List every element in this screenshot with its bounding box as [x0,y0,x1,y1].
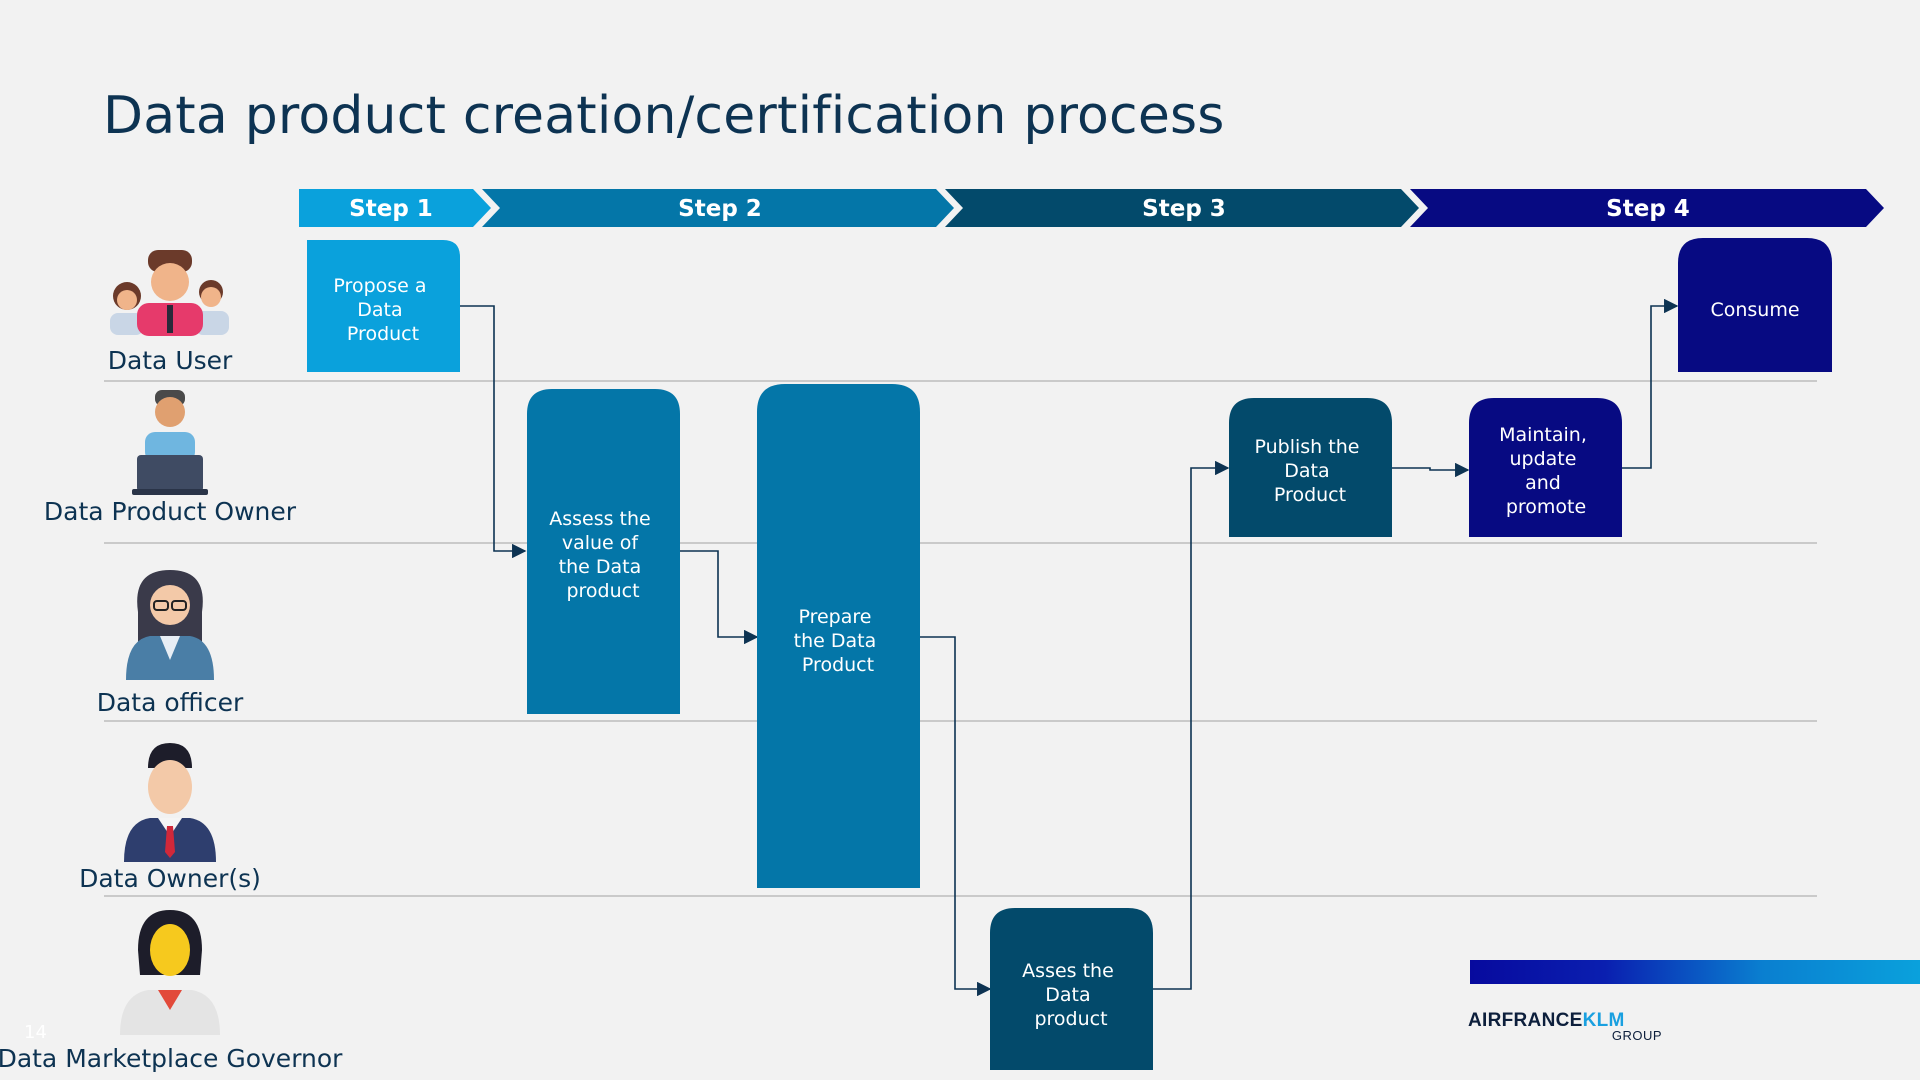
activity-propose: Propose a Data Product [307,240,460,372]
activity-label: Propose a Data Product [333,275,432,345]
page-title: Data product creation/certification proc… [103,86,1225,146]
activity-box [1678,238,1832,372]
activity-publish: Publish the Data Product [1229,398,1392,537]
page-number: 14 [24,1022,47,1043]
businessman-icon [124,743,216,862]
people-group-icon [110,250,229,336]
connector-maintain-to-consume [1622,298,1679,469]
role-label-data-product-owner: Data Product Owner [44,497,297,526]
connector-publish-to-maintain [1392,462,1470,478]
role-label-data-marketplace-governor: Data Marketplace Governor [0,1044,343,1073]
step-4-chevron [1410,189,1884,227]
person-laptop-icon [132,390,208,495]
activity-box [757,384,920,888]
step-1-chevron [299,189,491,227]
activity-box [527,389,680,714]
activity-box [990,908,1153,1070]
activity-label: Assess the value of the Data product [549,508,657,602]
brand-gradient-bar [1470,960,1920,984]
step-3-label: Step 3 [1142,196,1226,222]
logo-main: AIRFRANCEKLM [1468,1010,1625,1031]
swimlane-dividers [104,380,1817,897]
activity-maintain: Maintain, update and promote [1469,398,1622,537]
step-2-chevron [482,189,954,227]
activity-box [1469,398,1622,537]
role-label-data-user: Data User [108,346,233,375]
activity-label: Asses the Data product [1022,960,1120,1030]
flow-connectors [460,298,1679,997]
activity-assess-value: Assess the value of the Data product [527,389,680,714]
step-bar: Step 1 Step 2 Step 3 Step 4 [299,189,1884,227]
businesswoman-icon [120,910,220,1035]
step-3-chevron [945,189,1419,227]
woman-glasses-icon [126,570,214,680]
activity-label: Consume [1710,299,1799,321]
company-logo: AIRFRANCEKLM GROUP [1468,1010,1662,1043]
activity-consume: Consume [1678,238,1832,372]
activity-prepare: Prepare the Data Product [757,384,920,888]
activity-asses-product: Asses the Data product [990,908,1153,1070]
activity-label: Prepare the Data Product [794,606,883,676]
connector-assess-to-prepare [680,550,759,645]
activity-label: Maintain, update and promote [1499,424,1593,518]
step-1-label: Step 1 [349,196,433,222]
activity-box [307,240,460,372]
connector-propose-to-assess [460,305,527,559]
connector-prepare-to-asses [920,636,992,997]
logo-sub: GROUP [1612,1028,1662,1043]
connector-asses-to-publish [1153,460,1230,990]
step-2-label: Step 2 [678,196,762,222]
role-label-data-owners: Data Owner(s) [79,864,261,893]
activity-label: Publish the Data Product [1255,436,1366,506]
role-label-data-officer: Data officer [97,688,244,717]
activity-box [1229,398,1392,537]
step-4-label: Step 4 [1606,196,1690,222]
